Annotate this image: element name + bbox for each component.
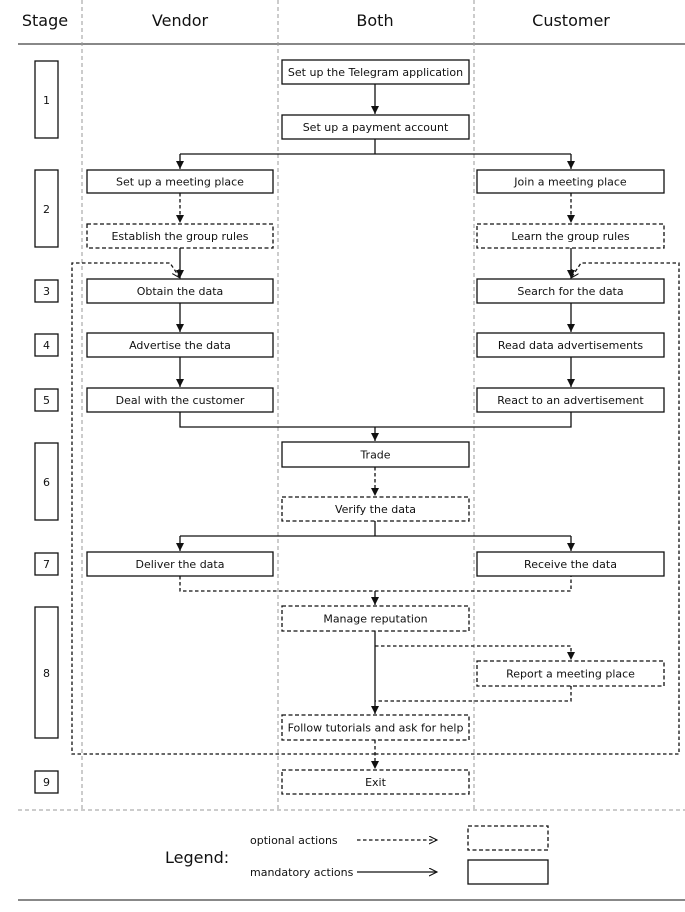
stage-1-label: 1 (43, 94, 50, 107)
legend: Legend: optional actions mandatory actio… (165, 825, 549, 885)
stage-column-header: Stage (22, 11, 68, 30)
stage-7-box: 7 (34, 552, 59, 576)
action-join-meeting-place: Join a meeting place (476, 169, 665, 194)
action-establish-rules: Establish the group rules (86, 223, 274, 249)
action-search-data: Search for the data (476, 278, 665, 304)
legend-optional-box (467, 825, 549, 851)
action-deal-customer-label: Deal with the customer (116, 394, 245, 407)
stage-3-box: 3 (34, 279, 59, 303)
action-react-ad: React to an advertisement (476, 387, 665, 413)
action-learn-rules-label: Learn the group rules (511, 230, 630, 243)
action-react-ad-label: React to an advertisement (497, 394, 644, 407)
action-deliver-data-label: Deliver the data (136, 558, 225, 571)
vendor-column-header: Vendor (152, 11, 209, 30)
action-exit: Exit (281, 769, 470, 795)
action-join-meeting-place-label: Join a meeting place (513, 176, 627, 189)
action-advertise-data-label: Advertise the data (129, 339, 231, 352)
action-read-ads: Read data advertisements (476, 332, 665, 358)
stage-3-label: 3 (43, 285, 50, 298)
merge-deal-react-to-trade (179, 412, 572, 428)
action-learn-rules: Learn the group rules (476, 223, 665, 249)
action-obtain-data: Obtain the data (86, 278, 274, 304)
stage-7-label: 7 (43, 558, 50, 571)
action-follow-tutorials-label: Follow tutorials and ask for help (288, 722, 464, 735)
legend-title: Legend: (165, 848, 229, 867)
action-report-meeting-place-label: Report a meeting place (506, 668, 635, 681)
both-column-header: Both (356, 11, 393, 30)
stage-5-box: 5 (34, 388, 59, 412)
action-verify-data: Verify the data (281, 496, 470, 522)
stage-8-label: 8 (43, 667, 50, 680)
customer-column-header: Customer (532, 11, 610, 30)
line-report-back-to-main (375, 686, 572, 702)
stage-9-label: 9 (43, 776, 50, 789)
action-setup-payment: Set up a payment account (281, 114, 470, 140)
action-manage-reputation-label: Manage reputation (323, 613, 427, 626)
stage-5-label: 5 (43, 394, 50, 407)
action-search-data-label: Search for the data (517, 285, 623, 298)
arrow-reputation-to-report (375, 645, 575, 660)
split-payment-to-meeting (180, 139, 571, 155)
action-deliver-data: Deliver the data (86, 551, 274, 577)
stage-6-label: 6 (43, 476, 50, 489)
action-manage-reputation: Manage reputation (281, 605, 470, 632)
merge-delivery-to-reputation (179, 576, 572, 592)
stage-9-box: 9 (34, 770, 59, 794)
action-trade: Trade (281, 441, 470, 468)
legend-optional-label: optional actions (250, 834, 338, 847)
action-setup-payment-label: Set up a payment account (303, 121, 449, 134)
action-verify-data-label: Verify the data (335, 503, 416, 516)
stage-8-box: 8 (34, 606, 59, 739)
action-setup-meeting-place: Set up a meeting place (86, 169, 274, 194)
action-receive-data: Receive the data (476, 551, 665, 577)
stage-6-box: 6 (34, 442, 59, 521)
action-setup-meeting-place-label: Set up a meeting place (116, 176, 244, 189)
action-trade-label: Trade (359, 449, 390, 462)
action-receive-data-label: Receive the data (524, 558, 617, 571)
action-advertise-data: Advertise the data (86, 332, 274, 358)
action-obtain-data-label: Obtain the data (137, 285, 224, 298)
legend-mandatory-box (467, 859, 549, 885)
action-setup-telegram: Set up the Telegram application (281, 59, 470, 85)
legend-mandatory-label: mandatory actions (250, 866, 354, 879)
loop-back-to-obtain (71, 262, 375, 755)
action-exit-label: Exit (365, 776, 387, 789)
stage-4-label: 4 (43, 339, 50, 352)
stage-2-box: 2 (34, 169, 59, 248)
split-verify-to-delivery (180, 521, 571, 537)
stage-4-box: 4 (34, 333, 59, 357)
stage-1-box: 1 (34, 60, 59, 139)
action-establish-rules-label: Establish the group rules (111, 230, 248, 243)
action-follow-tutorials: Follow tutorials and ask for help (281, 714, 470, 741)
action-report-meeting-place: Report a meeting place (476, 660, 665, 687)
action-deal-customer: Deal with the customer (86, 387, 274, 413)
action-setup-telegram-label: Set up the Telegram application (288, 66, 463, 79)
stage-2-label: 2 (43, 203, 50, 216)
loop-back-to-search (375, 262, 680, 755)
action-read-ads-label: Read data advertisements (498, 339, 644, 352)
